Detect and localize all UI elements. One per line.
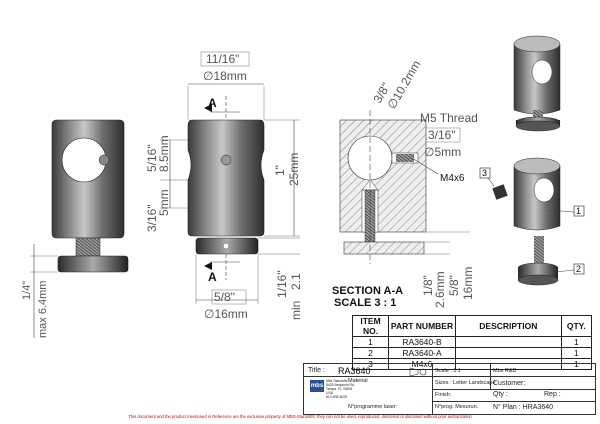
front-view: A A 11/16" ∅18mm 5/8" ∅16mm 5/16" 8.5mm …	[145, 51, 303, 321]
address-line: USA	[326, 391, 333, 395]
screw-label: M4x6	[440, 173, 465, 184]
bom-header-part: PART NUMBER	[388, 315, 456, 337]
rep-label: Rep :	[544, 391, 561, 398]
bom-item: 3	[351, 358, 390, 370]
bom-header-desc: DESCRIPTION	[455, 315, 562, 337]
qty-label: Qty :	[493, 391, 508, 398]
bom-part: RA3640-B	[388, 336, 456, 348]
section-title: SECTION A-A	[332, 285, 403, 297]
table-row: 1 RA3640-B 1	[351, 336, 593, 348]
scale-label: Scale : 3:1	[435, 368, 461, 374]
bom-qty: 1	[560, 358, 593, 370]
address-line: Mbs Standoffs	[326, 379, 348, 383]
bottom-width-frac: 5/8"	[214, 290, 235, 304]
finish-label: Finish:	[435, 392, 452, 398]
title-block: Title : RA3640 Scale : 3:1 Mbs R&D Sizes…	[303, 363, 596, 415]
h1-mm: 2.6mm	[433, 271, 447, 308]
title-value: RA3640	[338, 366, 371, 376]
top-width-frac: 11/16"	[206, 52, 239, 66]
bom-table: ITEM NO. PART NUMBER DESCRIPTION QTY. 1 …	[351, 315, 593, 370]
bom-desc	[455, 336, 562, 348]
bottom-width-mm: ∅16mm	[204, 307, 248, 321]
title-label: Title :	[308, 367, 325, 374]
side-view: 1/4" max 6.4mm	[21, 119, 129, 338]
bom-header-qty: QTY.	[560, 315, 593, 337]
bom-header-item: ITEM NO.	[351, 315, 390, 337]
bom-desc	[455, 347, 562, 359]
h2-frac: 5/8"	[447, 275, 461, 296]
left-mm-1: 8.5mm	[157, 135, 171, 172]
prog-measure-label: N°prog. Mesurun.	[435, 404, 479, 410]
bom-part: RA3640-A	[388, 347, 456, 359]
plan-label: N° Plan : HRA3640	[493, 404, 553, 411]
material-label: Material	[348, 378, 368, 384]
bom-qty: 1	[560, 347, 593, 359]
bom-item: 2	[351, 347, 390, 359]
customer-label: Customer:	[493, 380, 526, 387]
max-mm-dim: max 6.4mm	[37, 281, 49, 338]
balloon-3: 3	[482, 168, 487, 178]
address-line: 813-908-6025	[326, 395, 348, 399]
max-frac-dim: 1/4"	[21, 281, 33, 300]
address-line: 5425 Benjamin Rd	[326, 383, 354, 387]
left-frac-2: 3/16"	[145, 204, 159, 232]
left-frac-1: 5/16"	[145, 144, 159, 172]
section-mark-top: A	[208, 96, 217, 110]
hole-mm: ∅10.2mm	[384, 58, 423, 112]
min-label: min	[289, 301, 303, 320]
company-logo: mbs	[310, 380, 324, 392]
company-label: Mbs R&D	[493, 368, 517, 374]
section-view: 3/8" ∅10.2mm M5 Thread 3/16" ∅5mm M4x6 1…	[332, 58, 478, 309]
isometric-view: 1 2 3	[479, 35, 585, 286]
company-address: Mbs Standoffs 5425 Benjamin Rd Tampa, FL…	[326, 379, 354, 399]
right-frac: 1"	[273, 165, 287, 176]
prog-laser-label: N°programme laser:	[348, 404, 398, 410]
thread-label: M5 Thread	[420, 111, 478, 125]
address-line: Tampa, FL 33634	[326, 387, 353, 391]
min-mm: 2.1	[289, 273, 303, 290]
h2-mm: 16mm	[461, 267, 475, 300]
right-mm: 25mm	[287, 153, 301, 186]
footer-notice: This document and the product mentioned …	[128, 414, 472, 419]
table-row: 2 RA3640-A 1	[351, 347, 593, 359]
sizes-label: Sizes : Letter Landscape	[435, 380, 496, 386]
balloon-1: 1	[576, 206, 581, 216]
balloon-2: 2	[576, 264, 581, 274]
section-scale: SCALE 3 : 1	[334, 297, 396, 309]
thread-mm: ∅5mm	[424, 145, 461, 159]
top-width-mm: ∅18mm	[203, 69, 247, 83]
h1-frac: 1/8"	[421, 275, 435, 296]
bom-item: 1	[351, 336, 390, 348]
thread-frac: 3/16"	[428, 128, 456, 142]
left-mm-2: 5mm	[157, 189, 171, 216]
min-frac: 1/16"	[275, 270, 289, 298]
bom-qty: 1	[560, 336, 593, 348]
section-mark-bottom: A	[208, 270, 217, 284]
projection-icon	[408, 366, 428, 377]
